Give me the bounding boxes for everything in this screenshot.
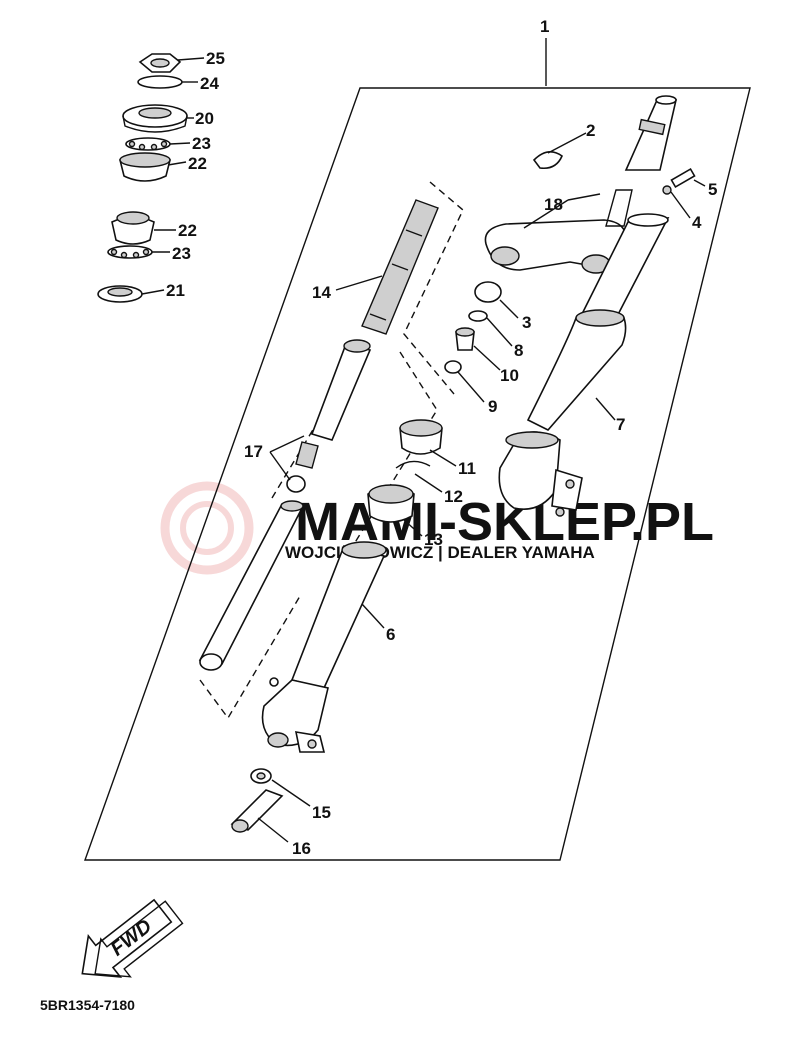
- callout-13: 13: [424, 530, 443, 549]
- callout-16: 16: [292, 839, 311, 858]
- part-17-damper-rod: [269, 339, 372, 493]
- part-24-washer: [137, 75, 183, 89]
- callout-labels: 1 2 3 4 5 6 7 8 9 10 11 12 13 14 15 16 1…: [166, 17, 717, 858]
- callout-3: 3: [522, 313, 531, 332]
- callout-9: 9: [488, 397, 497, 416]
- callout-1: 1: [540, 17, 549, 36]
- drain-screw: [269, 677, 279, 687]
- callout-22-upper: 22: [188, 154, 207, 173]
- callout-4: 4: [692, 213, 702, 232]
- part-16-bolt: [230, 789, 284, 831]
- callout-12: 12: [444, 487, 463, 506]
- part-12-clip: [395, 460, 431, 469]
- dashed-group-outline: [199, 181, 464, 720]
- watermark: MAMI-SKLEP.PL WOJCIECHOWICZ | DEALER YAM…: [160, 481, 714, 575]
- part-3-cap: [474, 281, 502, 303]
- callout-14: 14: [312, 283, 331, 302]
- part-14-fork-spring: [335, 199, 439, 335]
- damper-rod-piece: [286, 475, 306, 493]
- assembly-frame: [84, 87, 751, 861]
- callout-7: 7: [616, 415, 625, 434]
- callout-23-upper: 23: [192, 134, 211, 153]
- inner-fork-tube: [198, 500, 304, 671]
- callout-18: 18: [544, 195, 563, 214]
- callout-24: 24: [200, 74, 219, 93]
- callout-21: 21: [166, 281, 185, 300]
- part-8-o-ring: [468, 310, 488, 322]
- part-2-circlip: [532, 151, 563, 170]
- callout-23-lower: 23: [172, 244, 191, 263]
- fork-seals: [367, 419, 457, 537]
- callout-8: 8: [514, 341, 523, 360]
- steering-stem: [624, 99, 678, 171]
- damper-small-parts: [444, 281, 519, 403]
- callout-20: 20: [195, 109, 214, 128]
- callout-5: 5: [708, 180, 717, 199]
- callout-15: 15: [312, 803, 331, 822]
- callout-17: 17: [244, 442, 263, 461]
- diagram-code: 5BR1354-7180: [40, 997, 135, 1013]
- callout-6: 6: [386, 625, 395, 644]
- part-4-washer: [662, 185, 672, 195]
- steering-head-parts: [97, 53, 205, 303]
- callout-10: 10: [500, 366, 519, 385]
- part-7-right-fork-assembly: [498, 213, 670, 517]
- callout-2: 2: [586, 121, 595, 140]
- fwd-arrow-icon: FWD: [81, 898, 184, 978]
- part-9-washer: [444, 360, 462, 374]
- part-6-left-outer-tube: [261, 541, 387, 753]
- callout-22-lower: 22: [178, 221, 197, 240]
- callout-25: 25: [206, 49, 225, 68]
- callout-11: 11: [458, 459, 476, 478]
- bottom-fasteners: [230, 768, 311, 843]
- steering-stem-assembly: [484, 95, 706, 274]
- part-5-bolt: [670, 167, 696, 189]
- watermark-logo: [160, 481, 254, 575]
